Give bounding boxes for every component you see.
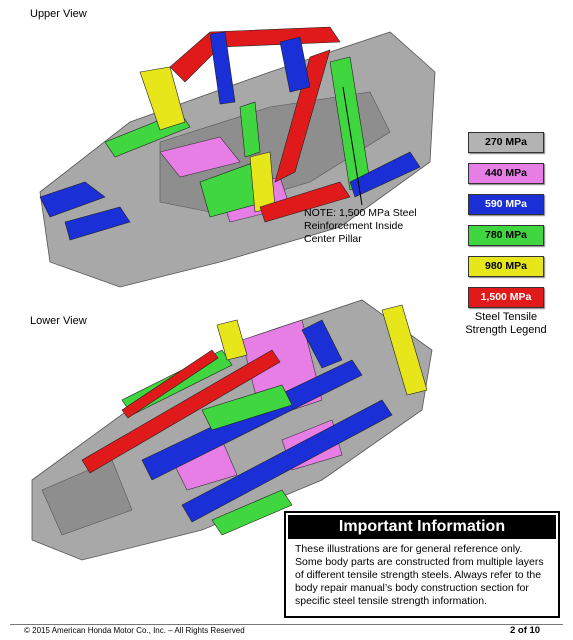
legend-caption: Steel Tensile Strength Legend — [458, 311, 554, 337]
legend-swatch-980: 980 MPa — [468, 256, 544, 277]
info-body: These illustrations are for general refe… — [295, 543, 544, 607]
legend-swatch-1500: 1,500 MPa — [468, 287, 544, 308]
page-number: 2 of 10 — [510, 625, 541, 636]
footer-divider — [10, 624, 563, 625]
legend-swatch-780: 780 MPa — [468, 225, 544, 246]
copyright-text: © 2015 American Honda Motor Co., Inc. – … — [24, 626, 245, 635]
lower-view-label: Lower View — [30, 315, 87, 327]
note-line-3: Center Pillar — [304, 233, 362, 245]
legend-caption-line-1: Steel Tensile — [474, 311, 538, 323]
note-line-1: NOTE: 1,500 MPa Steel — [304, 207, 417, 219]
pillar-reinforcement-note: NOTE: 1,500 MPa Steel Reinforcement Insi… — [304, 207, 417, 246]
steel-strength-legend: 270 MPa 440 MPa 590 MPa 780 MPa 980 MPa … — [468, 132, 544, 318]
important-information-box: Important Information These illustration… — [284, 511, 560, 618]
legend-caption-line-2: Strength Legend — [465, 324, 547, 336]
legend-swatch-440: 440 MPa — [468, 163, 544, 184]
upper-view-body-illustration — [39, 26, 436, 288]
legend-swatch-590: 590 MPa — [468, 194, 544, 215]
note-line-2: Reinforcement Inside — [304, 220, 404, 232]
info-title: Important Information — [288, 515, 556, 539]
upper-view-label: Upper View — [30, 8, 87, 20]
lower-view-body-illustration — [31, 299, 433, 561]
legend-swatch-270: 270 MPa — [468, 132, 544, 153]
